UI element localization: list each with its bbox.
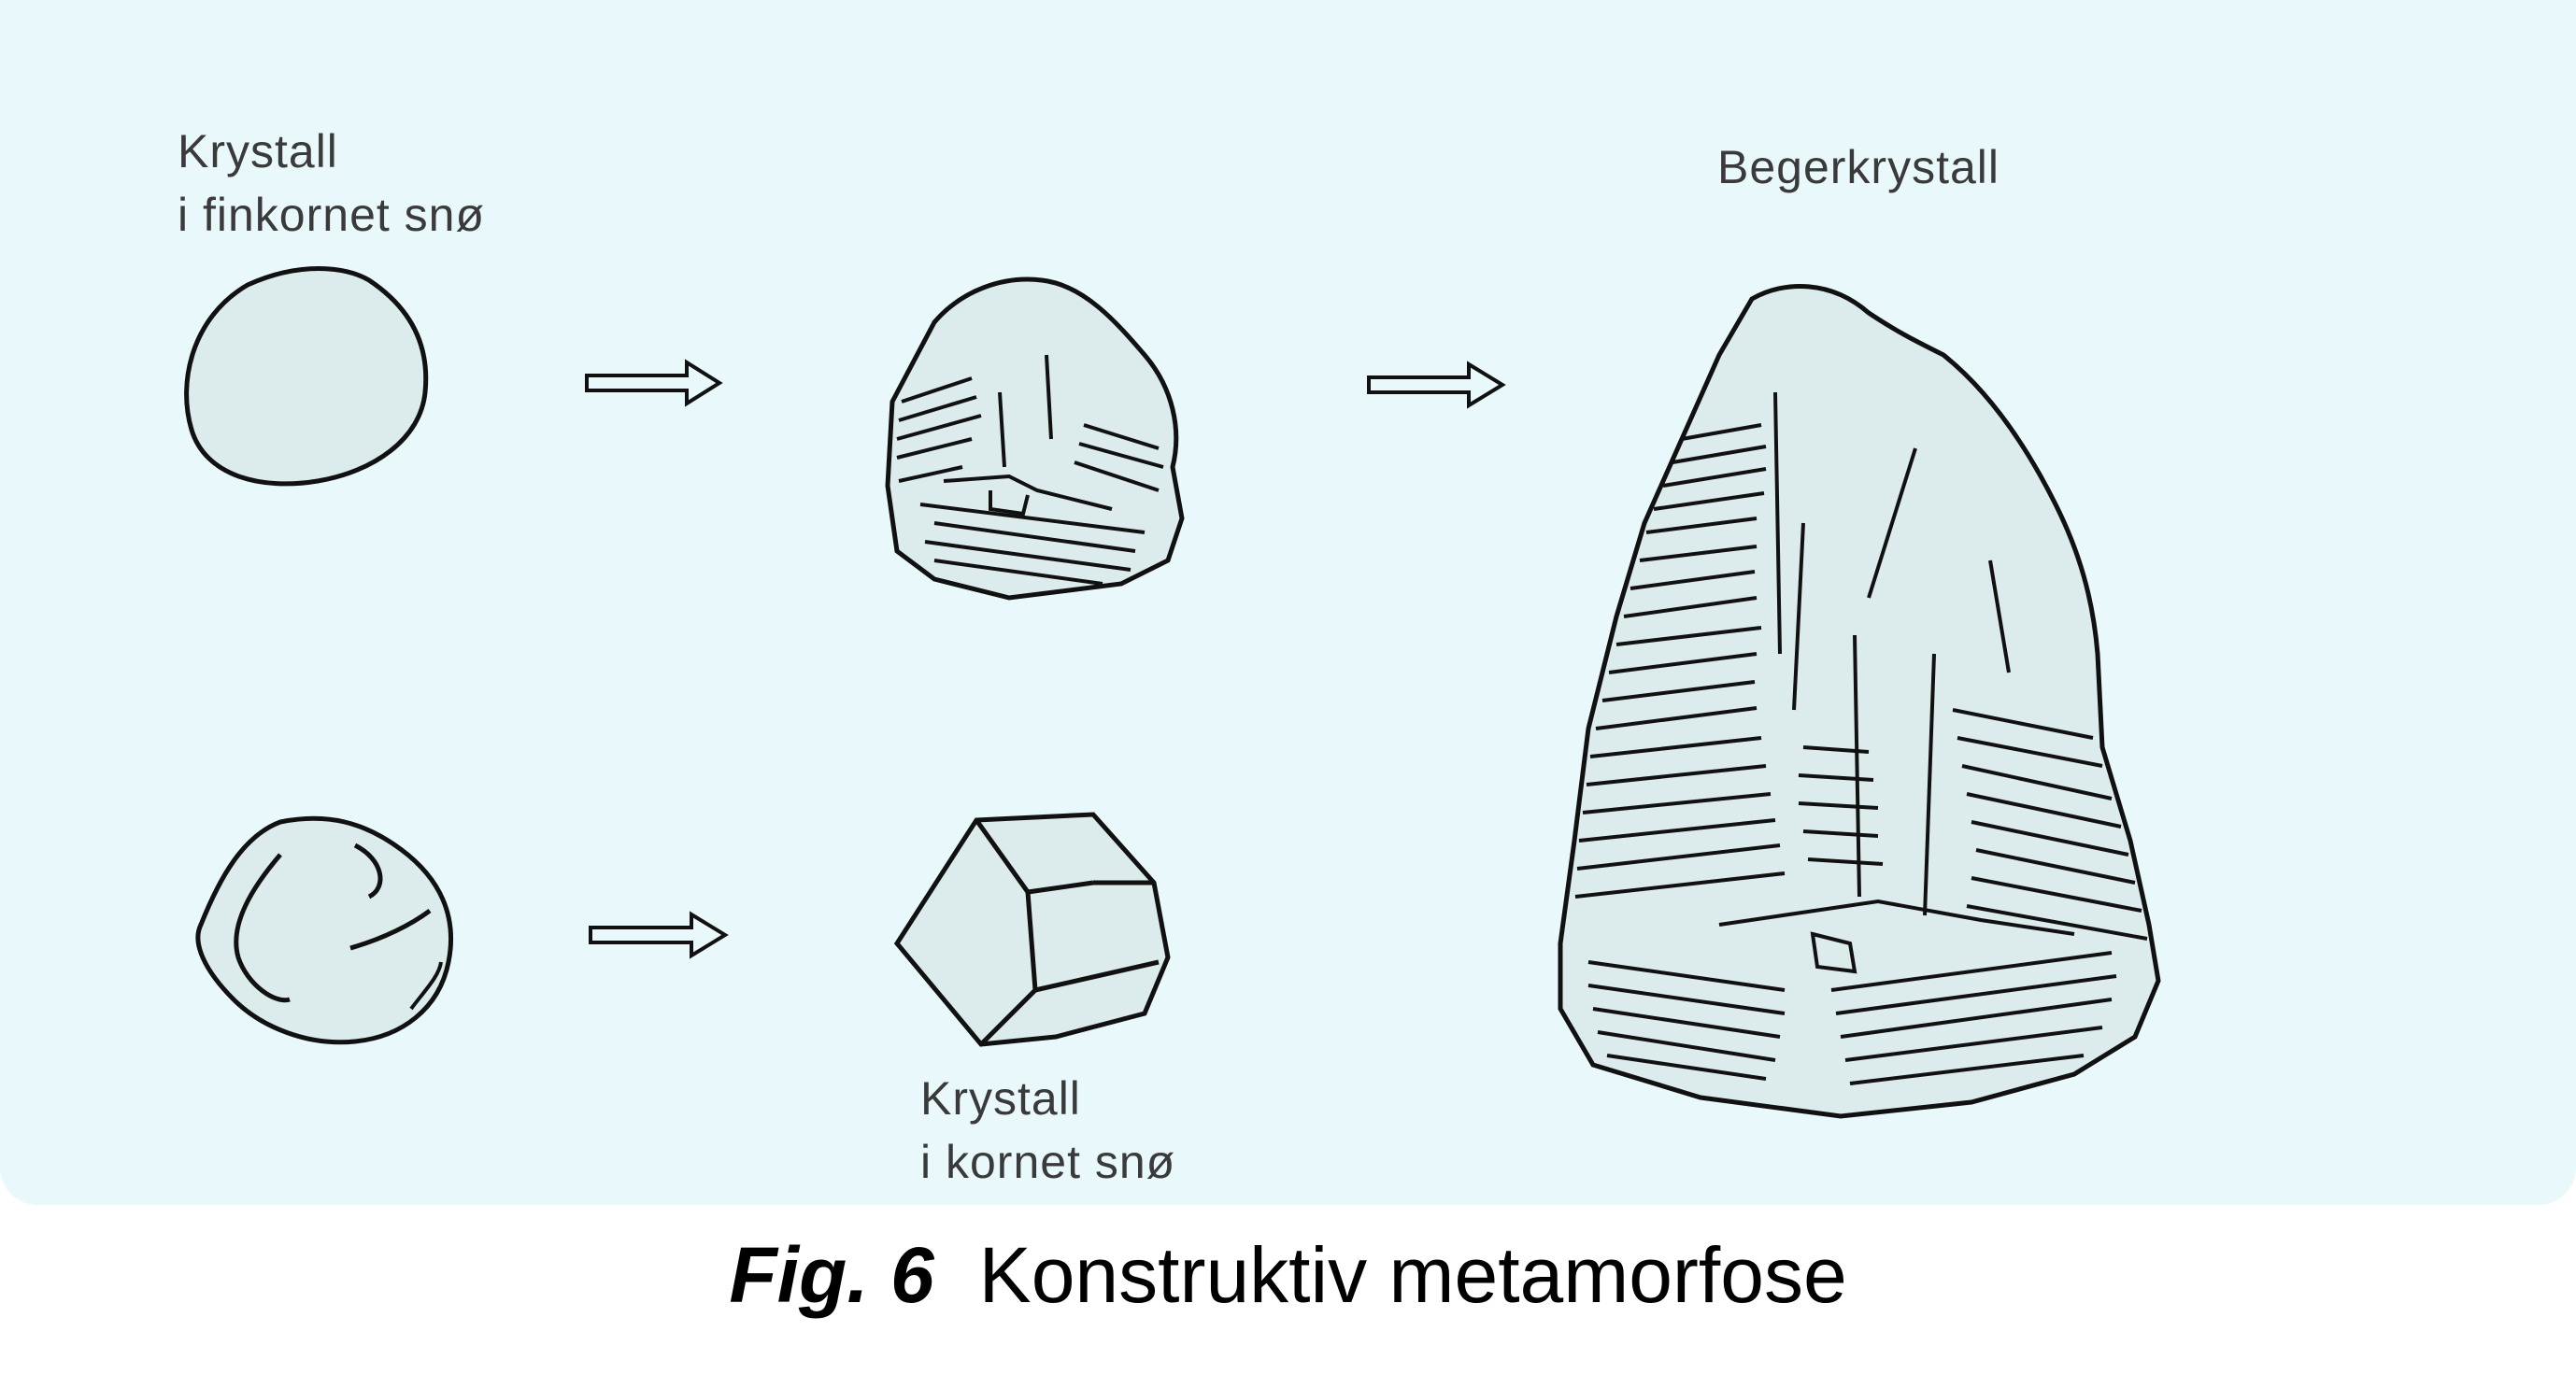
grain-label-line1: Krystall xyxy=(920,1072,1081,1125)
figure-number: Fig. 6 xyxy=(729,1230,934,1319)
fine-grain-label-line1: Krystall xyxy=(178,125,338,177)
fine-grain-label: Krystall i finkornet snø xyxy=(178,120,485,247)
arrow-top-right xyxy=(1367,361,1506,409)
cup-crystal-label-text: Begerkrystall xyxy=(1717,141,2000,193)
large-cup-crystal xyxy=(1558,284,2161,1119)
faceted-crystal xyxy=(893,812,1171,1047)
early-cup-crystal xyxy=(885,276,1185,601)
fine-grain-label-line2: i finkornet snø xyxy=(178,189,486,241)
fine-grain-crystal xyxy=(184,266,429,487)
grain-label-line2: i kornet snø xyxy=(920,1136,1176,1188)
cup-crystal-label: Begerkrystall xyxy=(1717,135,2000,199)
arrow-bottom-left xyxy=(589,911,729,959)
metamorphosis-drawing xyxy=(184,266,2161,1119)
diagram-panel: Krystall i finkornet snø Begerkrystall K… xyxy=(0,0,2576,1205)
grain-label: Krystall i kornet snø xyxy=(920,1067,1175,1194)
arrow-top-left xyxy=(585,359,723,407)
figure-title: Konstruktiv metamorfose xyxy=(978,1230,1847,1319)
figure-caption: Fig. 6 Konstruktiv metamorfose xyxy=(0,1214,2576,1336)
rounded-grain-crystal xyxy=(195,815,454,1045)
